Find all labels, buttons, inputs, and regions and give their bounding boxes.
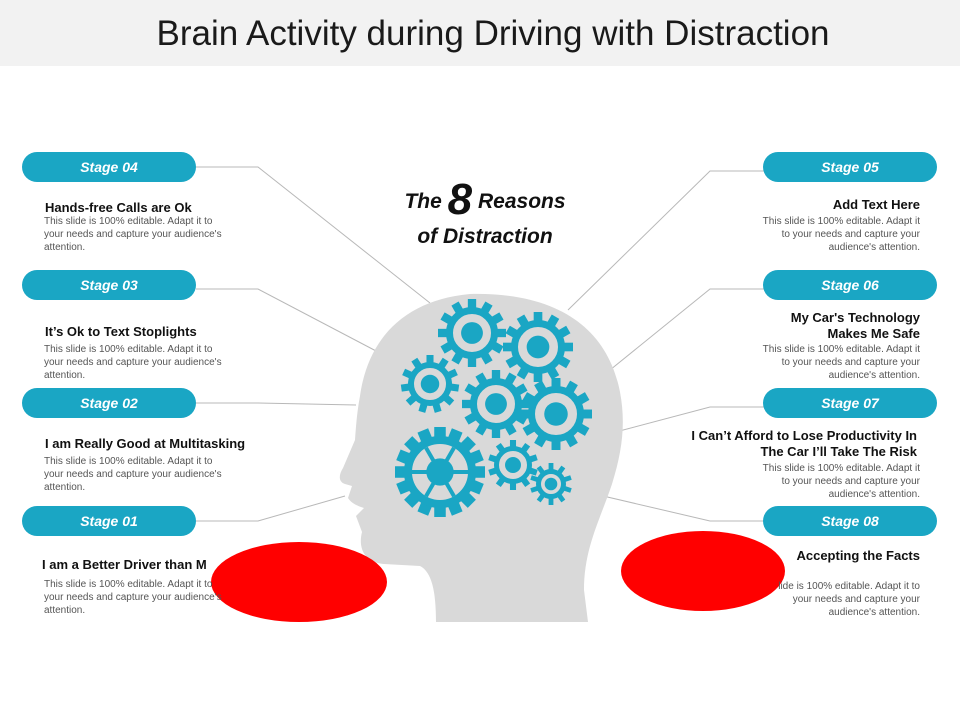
stage-08-heading: Accepting the Facts: [796, 548, 920, 563]
connector-stage-08: [585, 491, 764, 522]
stage-02-pill: Stage 02: [22, 388, 196, 418]
stage-07-heading-line2: The Car I’ll Take The Risk: [760, 444, 917, 459]
connector-lines: [196, 166, 764, 522]
connector-stage-06: [609, 288, 764, 371]
connector-stage-01: [196, 495, 346, 522]
center-title-line1: The 8 Reasons: [380, 178, 590, 224]
stage-07-heading: I Can’t Afford to Lose Productivity In T…: [691, 428, 917, 460]
stage-07-heading-line1: I Can’t Afford to Lose Productivity In: [691, 428, 917, 443]
stage-05-body: This slide is 100% editable. Adapt it to…: [762, 216, 920, 253]
stage-05-pill: Stage 05: [763, 152, 937, 182]
center-title-line2: of Distraction: [417, 225, 553, 248]
gear-icon: [395, 427, 485, 517]
stage-04-heading: Hands-free Calls are Ok: [45, 200, 192, 215]
stage-06-heading-line1: My Car's Technology: [790, 310, 920, 325]
stage-07-pill: Stage 07: [763, 388, 937, 418]
center-title-number: 8: [447, 175, 473, 224]
connector-stage-03: [196, 288, 379, 353]
stage-06-heading: My Car's Technology Makes Me Safe: [791, 310, 920, 342]
gear-icon: [503, 312, 573, 382]
slide-title: Brain Activity during Driving with Distr…: [156, 14, 830, 53]
connector-stage-02: [196, 402, 357, 406]
stage-01-heading: I am a Better Driver than M: [42, 557, 207, 572]
stage-03-body: This slide is 100% editable. Adapt it to…: [44, 344, 222, 381]
stage-06-heading-line2: Makes Me Safe: [827, 326, 921, 341]
connector-stage-07: [607, 406, 764, 435]
stage-03-pill: Stage 03: [22, 270, 196, 300]
connector-stage-05: [567, 170, 764, 311]
stage-01-body: This slide is 100% editable. Adapt it to…: [44, 579, 222, 616]
center-title-reasons: Reasons: [477, 190, 566, 213]
stage-02-heading: I am Really Good at Multitasking: [45, 436, 246, 451]
stage-08-body: lide is 100% editable. Adapt it to your …: [778, 581, 920, 618]
stage-08-pill: Stage 08: [763, 506, 937, 536]
gear-icon: [520, 378, 592, 450]
stage-04-pill: Stage 04: [22, 152, 196, 182]
stage-01-pill: Stage 01: [22, 506, 196, 536]
gears-group: [395, 299, 592, 517]
center-title: The 8 Reasons of Distraction: [380, 178, 590, 250]
gear-icon: [530, 463, 572, 505]
connector-stage-04: [196, 166, 431, 304]
stage-07-body: This slide is 100% editable. Adapt it to…: [762, 463, 920, 500]
center-title-the: The: [404, 190, 442, 213]
stage-05-heading: Add Text Here: [832, 197, 920, 212]
stage-02-body: This slide is 100% editable. Adapt it to…: [44, 456, 222, 493]
stage-06-body: This slide is 100% editable. Adapt it to…: [762, 344, 920, 381]
stage-04-body: This slide is 100% editable. Adapt it to…: [44, 216, 222, 253]
redaction-ellipse-right: [621, 531, 785, 611]
redaction-ellipse-left: [211, 542, 387, 622]
gear-icon: [438, 299, 506, 367]
title-bar: [0, 0, 960, 66]
gear-icon: [488, 440, 538, 490]
stage-06-pill: Stage 06: [763, 270, 937, 300]
gear-icon: [400, 355, 460, 413]
gear-icon: [462, 370, 530, 438]
stage-03-heading: It’s Ok to Text Stoplights: [45, 324, 197, 339]
